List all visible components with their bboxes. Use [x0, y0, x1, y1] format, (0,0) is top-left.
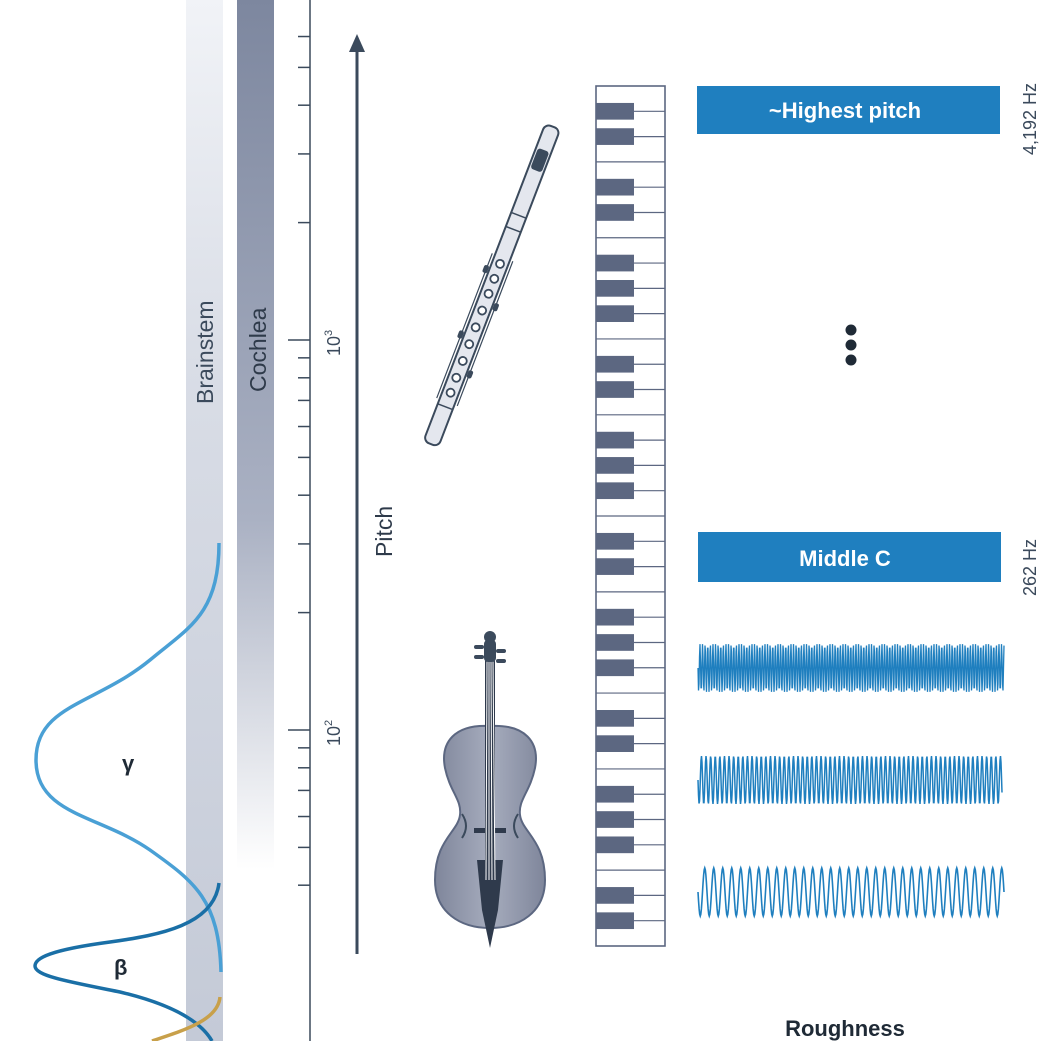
piano-black-key [596, 532, 634, 550]
waveform-medium [697, 755, 1003, 805]
piano-black-key [596, 431, 634, 449]
pitch-label: Pitch [371, 506, 397, 557]
waveform-highest: ~Highest pitch [697, 86, 1000, 134]
piano-black-key [596, 558, 634, 575]
cello-illustration [433, 631, 547, 948]
pitch-arrow-head [349, 34, 365, 52]
piano-black-key [596, 785, 634, 803]
gamma-label: γ [122, 751, 135, 776]
beta-curve [33, 882, 221, 1041]
beta-label: β [114, 955, 127, 980]
piano-black-key [596, 280, 634, 297]
piano-black-key [596, 381, 634, 398]
piano-black-key [596, 254, 634, 272]
piano-black-key [596, 608, 634, 626]
piano-black-key [596, 710, 634, 727]
piano-black-key [596, 659, 634, 677]
middle-c-label: Middle C [799, 546, 891, 571]
flute-illustration [424, 124, 560, 447]
piano-black-key [596, 178, 634, 196]
piano-black-key [596, 811, 634, 828]
brainstem-band [186, 0, 223, 1041]
waveform-dense [697, 644, 1005, 692]
cochlea-band [237, 0, 274, 945]
ellipsis-dot [845, 339, 857, 351]
waveform-middle-c: Middle C [698, 532, 1001, 582]
tick-label-1000: 103 [323, 330, 344, 356]
piano-black-key [596, 128, 634, 145]
piano-black-key [596, 457, 634, 474]
ellipsis-dot [845, 354, 857, 366]
waveform-sparse [697, 865, 1005, 919]
piano-black-key [596, 735, 634, 752]
piano-black-key [596, 634, 634, 651]
tick-label-100: 102 [323, 720, 344, 746]
piano-black-key [596, 355, 634, 373]
low-frequency-curve [151, 996, 222, 1041]
highest-pitch-label: ~Highest pitch [769, 98, 921, 123]
piano-black-key [596, 887, 634, 904]
piano-black-key [596, 912, 634, 930]
brainstem-label: Brainstem [192, 300, 218, 404]
frequency-axis-ticks [288, 35, 310, 886]
roughness-label: Roughness [785, 1016, 905, 1041]
piano-black-key [596, 482, 634, 500]
ellipsis-dot [845, 324, 857, 336]
cochlea-label: Cochlea [245, 307, 271, 392]
piano-black-key [596, 102, 634, 120]
piano-black-key [596, 305, 634, 322]
piano-keyboard [595, 85, 666, 947]
piano-black-key [596, 836, 634, 854]
middle-hz-label: 262 Hz [1020, 539, 1040, 596]
piano-black-key [596, 204, 634, 221]
highest-hz-label: 4,192 Hz [1020, 83, 1040, 155]
gamma-curve [34, 542, 223, 973]
ellipsis-dots [845, 324, 857, 366]
